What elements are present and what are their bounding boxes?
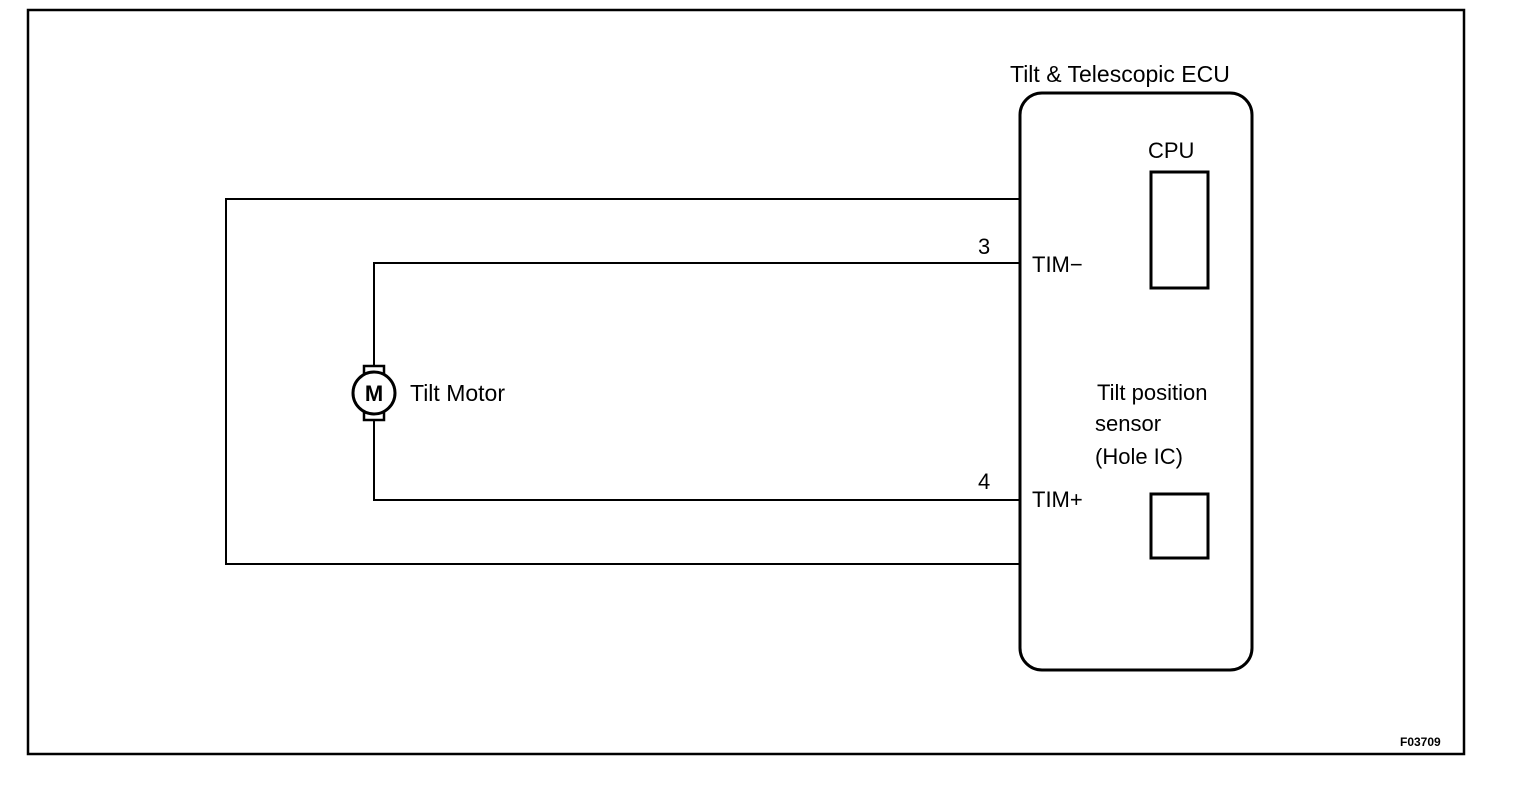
terminal-3-pin: 3 bbox=[978, 234, 990, 259]
dc-motor-icon: M bbox=[351, 364, 397, 422]
motor-label: Tilt Motor bbox=[410, 380, 505, 406]
motor-letter: M bbox=[365, 381, 383, 406]
ecu-box bbox=[1018, 91, 1254, 672]
terminal-4-name: TIM+ bbox=[1032, 487, 1083, 512]
cpu-label: CPU bbox=[1148, 138, 1194, 163]
sensor-block bbox=[1149, 492, 1210, 560]
sensor-label-line3: (Hole IC) bbox=[1095, 444, 1183, 469]
diagram-frame bbox=[26, 8, 1466, 756]
sensor-label-line2: sensor bbox=[1095, 411, 1161, 436]
wire-tim-minus bbox=[373, 262, 1020, 366]
motor-body bbox=[351, 370, 397, 416]
terminal-3-name: TIM− bbox=[1032, 252, 1083, 277]
wire-tim-plus bbox=[373, 420, 1020, 501]
figure-code: F03709 bbox=[1400, 735, 1441, 749]
sensor-label-line1: Tilt position bbox=[1097, 380, 1207, 405]
shield-wire bbox=[225, 198, 1020, 565]
cpu-block bbox=[1149, 170, 1210, 290]
ecu-title: Tilt & Telescopic ECU bbox=[1010, 61, 1230, 87]
terminal-4-pin: 4 bbox=[978, 469, 990, 494]
